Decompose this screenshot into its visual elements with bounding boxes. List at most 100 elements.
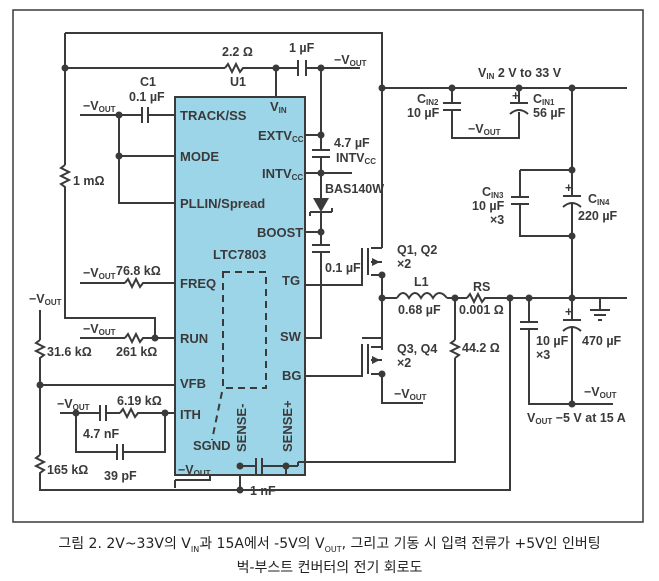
- inductor-l1: [396, 292, 448, 300]
- label-l1-value: 0.68 µF: [398, 303, 441, 317]
- label-q1q2-mult: ×2: [397, 257, 411, 271]
- label-r-31k6: 31.6 kΩ: [47, 345, 92, 359]
- label-r-freq: 76.8 kΩ: [116, 264, 161, 278]
- diode-bas140w-icon: [309, 198, 333, 216]
- label-cin2-value: 10 µF: [407, 106, 440, 120]
- label-neg-vout-ith: −VOUT: [57, 397, 90, 412]
- ic-body: [174, 96, 306, 476]
- figure-border: [12, 9, 644, 523]
- pin-freq: FREQ: [180, 276, 216, 291]
- label-diode: BAS140W: [325, 182, 384, 196]
- figure-caption: 그림 2. 2V~33V의 VIN과 15A에서 -5V의 VOUT, 그리고 …: [0, 535, 659, 578]
- schematic: TRACK/SS MODE PLLIN/Spread LTC7803 FREQ …: [12, 9, 644, 523]
- pin-intvcc: INTVCC: [262, 166, 303, 182]
- label-l1: L1: [414, 275, 429, 289]
- label-q1q2: Q1, Q2: [397, 243, 437, 257]
- resistor-31k6: [33, 339, 47, 360]
- pin-tg: TG: [282, 273, 300, 288]
- label-c-ith: 4.7 nF: [83, 427, 119, 441]
- resistor-2-2ohm: [224, 61, 245, 75]
- pin-boost: BOOST: [257, 225, 303, 240]
- capacitor-1uf: [297, 60, 307, 76]
- pin-sense-minus: SENSE-: [234, 404, 249, 452]
- resistor-44-2: [448, 339, 462, 359]
- label-cin4: CIN4: [588, 192, 610, 207]
- label-neg-vout-fb: −VOUT: [29, 292, 62, 307]
- label-rs-value: 0.001 Ω: [459, 303, 504, 317]
- label-cin2: CIN2: [417, 92, 439, 107]
- mosfet-q3q4-arrow-icon: [372, 356, 380, 364]
- label-neg-vout-top: −VOUT: [334, 53, 367, 68]
- label-cin1: CIN1: [533, 92, 555, 107]
- label-neg-vout-cin: −VOUT: [468, 122, 501, 137]
- label-r-1m: 1 mΩ: [73, 174, 105, 188]
- label-neg-vout-out: −VOUT: [584, 385, 617, 400]
- pin-extvcc: EXTVCC: [258, 128, 304, 144]
- pin-ith: ITH: [180, 407, 201, 422]
- caption-line-1: 그림 2. 2V~33V의 VIN과 15A에서 -5V의 VOUT, 그리고 …: [0, 535, 659, 559]
- label-neg-vout-freq: −VOUT: [83, 266, 116, 281]
- label-r-44-2: 44.2 Ω: [462, 341, 500, 355]
- caption-line-2: 벅-부스트 컨버터의 전기 회로도: [236, 559, 423, 576]
- label-vout-spec: VOUT −5 V at 15 A: [527, 411, 626, 426]
- caption-part: , 그리고 기동 시 입력 전류가 +5V인 인버팅: [341, 536, 601, 552]
- pin-vin: VIN: [270, 99, 287, 115]
- label-r-2-2: 2.2 Ω: [222, 45, 253, 59]
- label-cin4-value: 220 µF: [578, 209, 618, 223]
- label-cout2-plus: +: [565, 305, 572, 319]
- label-neg-vout-sgnd: −VOUT: [178, 463, 211, 478]
- pin-sense-plus: SENSE+: [280, 400, 295, 452]
- resistor-freq: [124, 276, 145, 290]
- label-c1: C1: [140, 75, 156, 89]
- label-q3q4-mult: ×2: [397, 356, 411, 370]
- label-neg-vout-q34: −VOUT: [394, 387, 427, 402]
- resistor-run: [124, 331, 145, 345]
- label-intvcc-cap: INTVCC: [336, 151, 376, 166]
- label-c-39p: 39 pF: [104, 469, 137, 483]
- label-c-sense: 1 nF: [250, 484, 276, 498]
- ic-dashed-box: [222, 271, 267, 389]
- label-rs: RS: [473, 280, 490, 294]
- label-cin1-plus: +: [512, 89, 519, 103]
- resistor-1m: [58, 164, 72, 193]
- resistors: [33, 61, 492, 478]
- pin-sw: SW: [280, 329, 302, 344]
- resistor-ith: [119, 406, 140, 420]
- label-cin1-value: 56 µF: [533, 106, 566, 120]
- label-vin-range: VIN 2 V to 33 V: [478, 66, 562, 81]
- ic-dashed-line: [211, 391, 223, 441]
- caption-sub: OUT: [324, 544, 342, 554]
- label-neg-vout-run: −VOUT: [83, 322, 116, 337]
- pin-vfb: VFB: [180, 376, 206, 391]
- label-cout-mult: ×3: [536, 348, 550, 362]
- label-neg-vout-c1: −VOUT: [83, 99, 116, 114]
- label-cout2-value: 470 µF: [582, 334, 622, 348]
- label-cin3-mult: ×3: [490, 213, 504, 227]
- label-cout-value: 10 µF: [536, 334, 569, 348]
- label-r-ith: 6.19 kΩ: [117, 394, 162, 408]
- pin-track-ss: TRACK/SS: [180, 108, 247, 123]
- label-c-boost: 0.1 µF: [325, 261, 361, 275]
- junction-dots: [36, 64, 576, 494]
- pin-run: RUN: [180, 331, 208, 346]
- label-c-1uf: 1 µF: [289, 41, 315, 55]
- caption-part: 과 15A에서 -5V의 V: [199, 536, 325, 552]
- label-c-4-7uf: 4.7 µF: [334, 136, 370, 150]
- label-r-run: 261 kΩ: [116, 345, 157, 359]
- mosfet-q1q2-arrow-icon: [372, 258, 380, 266]
- resistor-rs: [466, 291, 492, 305]
- caption-sub: IN: [190, 544, 200, 554]
- label-cin4-plus: +: [565, 181, 572, 195]
- pin-sgnd: SGND: [193, 438, 231, 453]
- label-u1: U1: [230, 75, 246, 89]
- label-cin3-value: 10 µF: [472, 199, 505, 213]
- pin-pllin: PLLIN/Spread: [180, 196, 265, 211]
- ic-part-number: LTC7803: [213, 247, 266, 262]
- resistor-165k: [33, 454, 47, 478]
- pin-bg: BG: [282, 368, 302, 383]
- label-cin3: CIN3: [482, 185, 504, 200]
- pin-mode: MODE: [180, 149, 219, 164]
- label-r-165k: 165 kΩ: [47, 463, 88, 477]
- label-c1-value: 0.1 µF: [129, 90, 165, 104]
- caption-part: 그림 2. 2V~33V의 V: [58, 536, 191, 552]
